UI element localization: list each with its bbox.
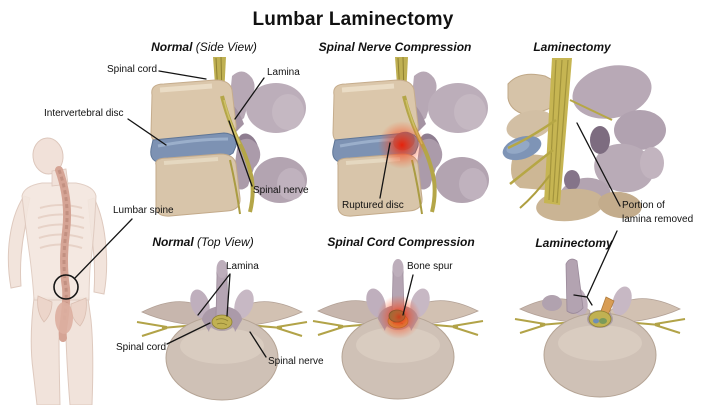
leader-lumbar-spine: [74, 218, 133, 279]
panel-heading-side-normal: Normal (Side View): [128, 40, 280, 54]
label-spinal-cord-top: Spinal cord: [116, 342, 167, 353]
heading-bold-text: Spinal Cord Compression: [327, 235, 475, 249]
leader-bone-spur: [402, 274, 414, 316]
label-portion-line1: Portion of: [622, 200, 665, 211]
heading-bold-text: Laminectomy: [533, 40, 611, 54]
label-ruptured-disc: Ruptured disc: [342, 200, 404, 211]
panel-heading-top-laminectomy: Laminectomy: [498, 236, 650, 250]
label-spinal-nerve-side: Spinal nerve: [253, 185, 309, 196]
panel-heading-side-laminectomy: Laminectomy: [496, 40, 648, 54]
leader-portion-removed-lower: [573, 230, 618, 306]
human-body-figure: [7, 137, 108, 405]
leader-lamina-top: [197, 273, 231, 317]
label-lamina-side: Lamina: [267, 67, 300, 78]
leader-spinal-nerve-side: [228, 120, 253, 187]
leader-spinal-nerve-top: [249, 331, 267, 358]
top-view-normal-illustration: [136, 259, 308, 401]
heading-rest-text: (Top View): [193, 235, 254, 249]
top-view-laminectomy-illustration: [514, 258, 686, 398]
side-view-laminectomy-illustration: [502, 58, 666, 222]
leader-lines: [74, 70, 621, 358]
label-spinal-cord-side: Spinal cord: [107, 64, 158, 75]
leader-spinal-cord-top: [166, 322, 211, 345]
panel-heading-top-normal: Normal (Top View): [127, 235, 279, 249]
leader-ruptured-disc: [379, 142, 391, 199]
lumbar-annotation-circle: [53, 274, 79, 300]
label-lumbar-spine: Lumbar spine: [113, 205, 174, 216]
leader-portion-removed-upper: [576, 122, 621, 207]
label-bone-spur: Bone spur: [407, 261, 453, 272]
heading-rest-text: (Side View): [192, 40, 257, 54]
heading-bold-text: Normal: [151, 40, 193, 54]
label-lamina-top: Lamina: [226, 261, 259, 272]
leader-intervertebral-disc: [127, 118, 167, 146]
panel-heading-top-compression: Spinal Cord Compression: [325, 235, 477, 249]
heading-bold-text: Laminectomy: [535, 236, 613, 250]
page-title: Lumbar Laminectomy: [252, 9, 454, 30]
heading-bold-text: Spinal Nerve Compression: [318, 40, 472, 54]
leader-lamina-side: [234, 77, 265, 120]
top-view-compression-illustration: [312, 258, 484, 400]
leader-spinal-cord-side: [158, 70, 207, 80]
label-portion-line2: lamina removed: [622, 214, 694, 225]
label-portion-of-lamina-removed: Portion of lamina removed: [622, 199, 693, 227]
label-intervertebral-disc: Intervertebral disc: [44, 108, 124, 119]
heading-bold-text: Normal: [152, 235, 194, 249]
label-spinal-nerve-top: Spinal nerve: [268, 356, 324, 367]
side-view-compression-illustration: [333, 57, 489, 216]
panel-heading-side-compression: Spinal Nerve Compression: [317, 40, 473, 54]
